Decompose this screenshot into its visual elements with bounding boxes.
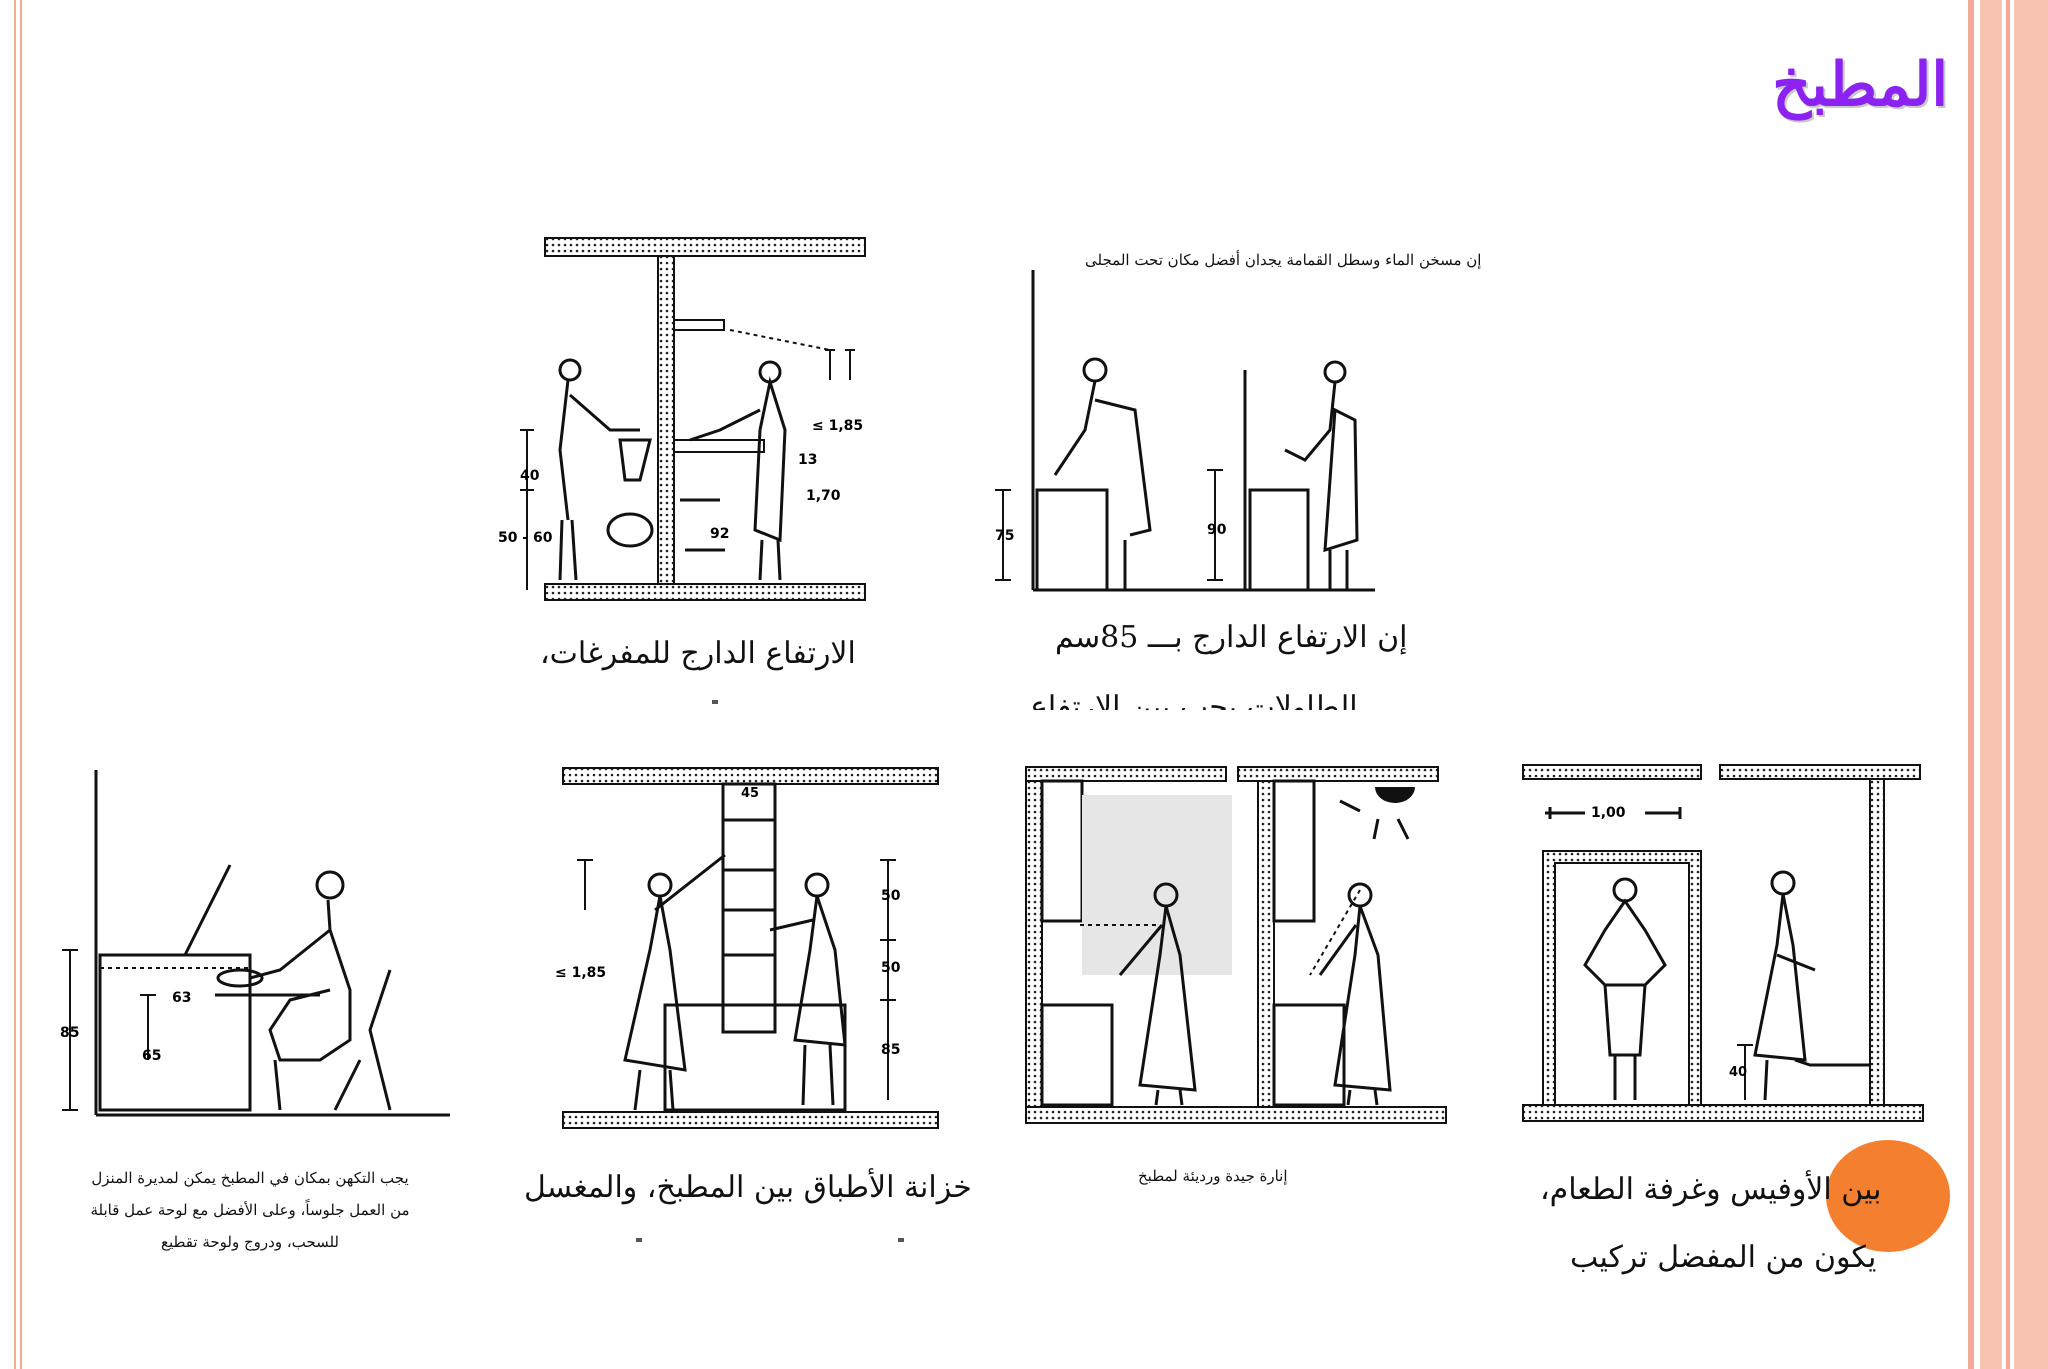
dim-label: 63 [172, 990, 192, 1006]
dim-label: 92 [710, 526, 730, 542]
panel-seated-work: 85 65 63 [50, 770, 460, 1130]
slide-title: المطبخ [1772, 50, 1948, 120]
caption-sink-heights: الارتفاع الدارج للمفرغات، [540, 636, 856, 671]
dim-label: ≤ 1,85 [555, 965, 607, 981]
caption-cut-line: الطاولات يجب بين الارتفاع [1030, 690, 1358, 710]
dim-label: 40 [1729, 1065, 1748, 1080]
kitchen-lighting-drawing [1025, 766, 1447, 1124]
caption-seated-work: يجب التكهن بمكان في المطبخ يمكن لمديرة ا… [90, 1169, 410, 1251]
dim-label: 85 [881, 1042, 901, 1058]
dim-label: ≤ 1,85 [812, 418, 864, 434]
panel-kitchen-lighting [1020, 755, 1450, 1140]
dim-label: 1,00 [1591, 805, 1626, 821]
panel-office-dining: 1,00 40 [1515, 755, 1925, 1135]
caption-office-dining-line2: يكون من المفضل تركيب [1570, 1240, 1877, 1275]
dim-label: 45 [741, 786, 760, 801]
dim-label: 50 [881, 960, 901, 976]
panel-counter-height: 75 90 [985, 260, 1385, 600]
note-water-heater: إن مسخن الماء وسطل القمامة يجدان أفضل مك… [1085, 251, 1482, 269]
slide-frame-right [1968, 0, 2048, 1369]
panel-sink-heights: 40 50 - 60 ≤ 1,85 13 1,70 92 [490, 230, 890, 610]
caption-dish-cabinet: خزانة الأطباق بين المطبخ، والمغسل [524, 1170, 972, 1205]
dim-label: 1,70 [806, 488, 841, 504]
dim-label: 85 [60, 1025, 80, 1041]
dim-label: 75 [995, 528, 1015, 544]
dim-label: 50 - 60 [498, 530, 553, 546]
dim-label: 50 [881, 888, 901, 904]
dim-label: 65 [142, 1048, 162, 1064]
counter-height-drawing [995, 270, 1375, 592]
caption-kitchen-lighting: إنارة جيدة ورديئة لمطبخ [1138, 1167, 1288, 1185]
dim-label: 90 [1207, 522, 1227, 538]
caption-mark [636, 1238, 642, 1242]
caption-mark [712, 700, 718, 704]
sink-heights-drawing [520, 237, 866, 601]
dim-label: 13 [798, 452, 818, 468]
dish-cabinet-drawing [562, 767, 939, 1129]
seated-work-drawing [62, 770, 450, 1117]
caption-mark [898, 1238, 904, 1242]
office-dining-drawing [1522, 764, 1924, 1122]
slide-frame-left [14, 0, 22, 1369]
caption-office-dining: بين الأوفيس وغرفة الطعام، [1540, 1172, 1882, 1207]
panel-dish-cabinet: 45 ≤ 1,85 50 50 85 [555, 760, 950, 1140]
caption-counter-height: إن الارتفاع الدارج بـــ 85سم [1055, 620, 1408, 655]
dim-label: 40 [520, 468, 540, 484]
highlight-circle [1826, 1140, 1950, 1252]
